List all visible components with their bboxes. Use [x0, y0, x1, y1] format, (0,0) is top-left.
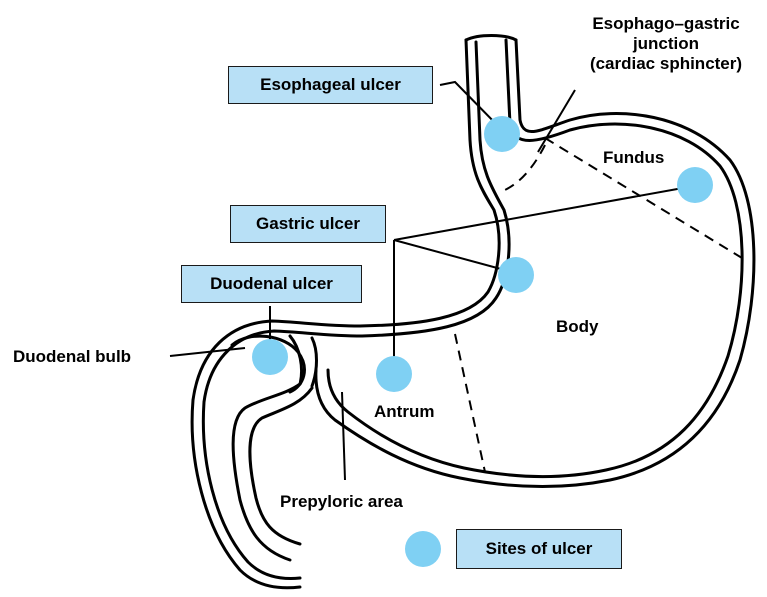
sites-of-ulcer-label: Sites of ulcer	[486, 539, 593, 559]
leader-gastric-ulcer-bar	[394, 186, 694, 240]
esophageal-ulcer-box: Esophageal ulcer	[228, 66, 433, 104]
ge-junction-line-2: junction	[566, 34, 766, 54]
duodenum-outer	[233, 384, 300, 560]
antrum-label: Antrum	[374, 402, 434, 422]
ulcer-dot-esophageal	[484, 116, 520, 152]
ulcer-dot-fundus	[677, 167, 713, 203]
ulcer-dot-body	[498, 257, 534, 293]
ge-junction-label: Esophago–gastric junction (cardiac sphin…	[566, 14, 766, 74]
ulcer-dot-duodenal	[252, 339, 288, 375]
esophagus-top-rim	[466, 36, 516, 41]
duodenal-ulcer-label: Duodenal ulcer	[210, 274, 333, 294]
duodenum-inner	[250, 388, 312, 544]
sites-of-ulcer-box: Sites of ulcer	[456, 529, 622, 569]
duodenal-ulcer-box: Duodenal ulcer	[181, 265, 362, 303]
leader-gastric-ulcer-body	[394, 240, 512, 272]
fundus-label: Fundus	[603, 148, 664, 168]
prepyloric-area-label: Prepyloric area	[280, 492, 403, 512]
ulcer-dot-legend	[405, 531, 441, 567]
ulcer-dot-antrum	[376, 356, 412, 392]
gastric-ulcer-label: Gastric ulcer	[256, 214, 360, 234]
esophageal-ulcer-label: Esophageal ulcer	[260, 75, 401, 95]
duodenal-bulb-label: Duodenal bulb	[13, 347, 131, 367]
ge-junction-line-1: Esophago–gastric	[566, 14, 766, 34]
leader-prepyloric	[342, 392, 345, 480]
body-label: Body	[556, 317, 599, 337]
antrum-divider	[455, 334, 485, 472]
ge-junction-line-3: (cardiac sphincter)	[566, 54, 766, 74]
gastric-ulcer-box: Gastric ulcer	[230, 205, 386, 243]
